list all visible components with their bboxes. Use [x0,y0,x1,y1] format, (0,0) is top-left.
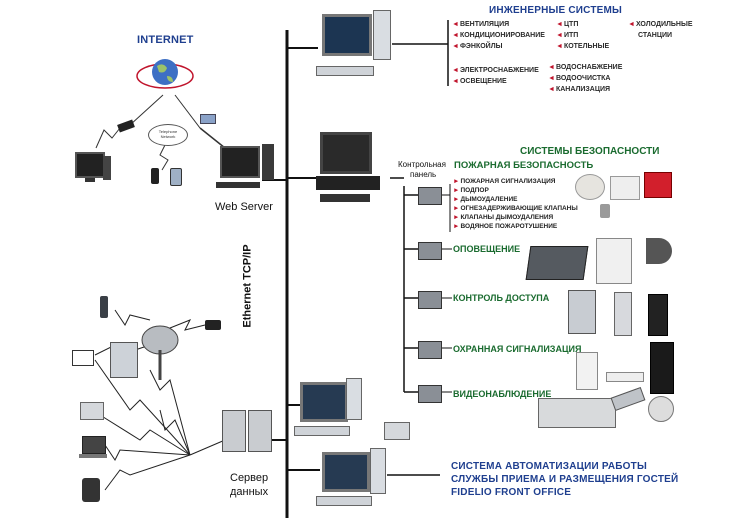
access-control-label: КОНТРОЛЬ ДОСТУПА [453,293,550,303]
telephone-network-cloud: Telephone Network [148,124,188,146]
sprinkler-icon [600,204,610,218]
printer-icon [384,422,410,440]
control-panel-label-2: панель [410,170,437,179]
automation-title-line2: СЛУЖБЫ ПРИЕМА И РАЗМЕЩЕНИЯ ГОСТЕЙ [451,474,679,485]
engineering-item: ◄ИТП [556,32,579,39]
security-title: СИСТЕМЫ БЕЗОПАСНОСТИ [520,146,660,157]
web-server-computer-icon [216,146,260,188]
control-panel-icon [418,385,442,403]
engineering-item: ◄ЦТП [556,21,579,28]
alarm-panel-icon [650,342,674,394]
pda-icon [170,168,182,186]
cordless-phone-icon [82,478,100,502]
web-server-tower-icon [262,144,274,180]
pager-icon [205,320,221,330]
video-recorder-icon [538,398,616,428]
globe-icon [135,52,195,97]
motion-sensor-icon [576,352,598,390]
engineering-title: ИНЖЕНЕРНЫЕ СИСТЕМЫ [489,5,623,16]
control-panel-label-1: Контрольная [398,160,446,169]
client-computer-icon [75,152,105,182]
engineering-item: ◄КАНАЛИЗАЦИЯ [548,86,611,93]
satellite-dish-icon [140,322,180,387]
engineering-item: ◄ХОЛОДИЛЬНЫЕ [628,21,693,28]
engineering-item: ◄ВЕНТИЛЯЦИЯ [452,21,510,28]
mobile-phone-icon [100,296,108,318]
fire-safety-item: ►КЛАПАНЫ ДЫМОУДАЛЕНИЯ [453,214,554,221]
engineering-item: ◄ЭЛЕКТРОСНАБЖЕНИЕ [452,67,539,74]
router-icon [200,114,216,124]
client-tower-icon [103,156,111,180]
data-server-rack-icon [248,410,272,452]
engineering-item: ◄КОНДИЦИОНИРОВАНИЕ [452,32,545,39]
paging-console-icon [525,246,589,280]
fire-alarm-button-icon [644,172,672,198]
fire-safety-item: ►ПОЖАРНАЯ СИГНАЛИЗАЦИЯ [453,178,556,185]
engineering-item: ◄ВОДООЧИСТКА [548,75,611,82]
engineering-item: ◄ВОДОСНАБЖЕНИЕ [548,64,623,71]
laptop-icon [79,436,107,458]
control-panel-icon [418,187,442,205]
automation-title-line3: FIDELIO FRONT OFFICE [451,487,572,498]
engineering-item: ◄КОТЕЛЬНЫЕ [556,43,610,50]
door-contact-icon [606,372,644,382]
control-panel-icon [418,291,442,309]
automation-tower-icon [346,378,362,420]
fire-safety-title: ПОЖАРНАЯ БЕЗОПАСНОСТЬ [454,160,594,171]
engineering-item: ◄ФЭНКОЙЛЫ [452,43,503,50]
fax-icon [110,342,138,378]
smoke-detector-icon [575,174,605,200]
fidelio-computer-icon [316,452,372,506]
network-printer-icon [80,402,104,420]
access-controller-icon [648,294,668,336]
fire-safety-item: ►ВОДЯНОЕ ПОЖАРОТУШЕНИЕ [453,223,558,230]
data-server-label-1: Сервер [230,472,269,484]
keypad-reader-icon [568,290,596,334]
email-icon [72,350,94,366]
engineering-tower-icon [373,10,391,60]
telephone-network-label: Telephone Network [158,129,178,139]
fire-damper-icon [610,176,640,200]
security-alarm-label: ОХРАННАЯ СИГНАЛИЗАЦИЯ [453,344,582,354]
warning-label: ОПОВЕЩЕНИЕ [453,244,521,254]
fire-safety-item: ►ДЫМОУДАЛЕНИЕ [453,196,518,203]
card-reader-icon [614,292,632,336]
announcement-panel-icon [596,238,632,284]
loudspeaker-icon [646,238,672,264]
fire-safety-item: ►ОГНЕЗАДЕРЖИВАЮЩИЕ КЛАПАНЫ [453,205,578,212]
engineering-computer-icon [316,14,374,76]
data-server-label-2: данных [230,486,269,498]
automation-title-line1: СИСТЕМА АВТОМАТИЗАЦИИ РАБОТЫ [451,461,647,472]
fidelio-tower-icon [370,448,386,494]
web-server-label: Web Server [215,201,273,213]
engineering-item: ◄ОСВЕЩЕНИЕ [452,78,507,85]
fire-safety-item: ►ПОДПОР [453,187,489,194]
control-panel-icon [418,242,442,260]
control-panel-icon [418,341,442,359]
engineering-item: СТАНЦИИ [638,32,673,39]
security-computer-icon [316,132,380,202]
backbone-label: Ethernet TCP/IP [241,244,254,328]
automation-computer-icon [294,382,350,436]
data-server-rack-icon [222,410,246,452]
internet-label: INTERNET [137,34,194,46]
phone-icon [151,168,159,184]
dome-camera-icon [648,396,674,422]
video-surveillance-label: ВИДЕОНАБЛЮДЕНИЕ [453,389,552,399]
